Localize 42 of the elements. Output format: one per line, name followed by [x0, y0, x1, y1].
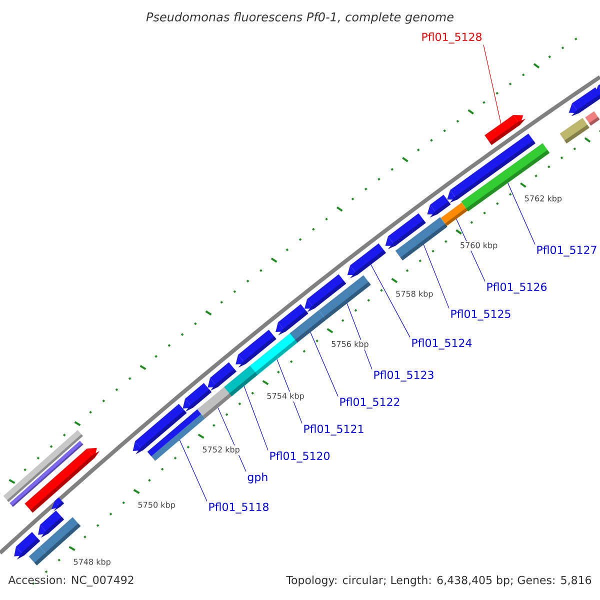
- gene-bar: [24, 448, 100, 513]
- gene-bar: [40, 517, 81, 556]
- scale-label: 5758 kbp: [394, 290, 434, 300]
- scale-label: 5762 kbp: [523, 194, 564, 204]
- gene-label: Pfl01_5120: [270, 452, 330, 462]
- leader-line: [346, 303, 372, 370]
- scale-label: 5748 kbp: [72, 558, 112, 568]
- gene-bar: [440, 202, 468, 226]
- scale-label: 5756 kbp: [330, 340, 370, 350]
- gene-label: Pfl01_5122: [340, 398, 400, 408]
- gene-label: Pfl01_5128: [422, 32, 482, 44]
- scale-label: 5750 kbp: [136, 500, 176, 510]
- gene-label: Pfl01_5124: [412, 338, 472, 350]
- gene-bar: [318, 275, 371, 320]
- gene-bar: [51, 497, 64, 512]
- gene-bar: [585, 111, 600, 126]
- gene-bar: [347, 243, 386, 278]
- gene-bar: [395, 217, 448, 260]
- gene-label: Pfl01_5118: [209, 502, 268, 514]
- leader-line: [423, 244, 450, 309]
- gene-label: Pfl01_5125: [451, 310, 510, 320]
- accession-text: Accession: NC_007492: [8, 576, 134, 586]
- gene-label: gph: [248, 472, 268, 484]
- gene-label: Pfl01_5123: [374, 370, 434, 382]
- topology-text: Topology: circular; Length: 6,438,405 bp; Genes: 5,816: [286, 576, 592, 586]
- gene-label: Pfl01_5126: [487, 282, 547, 294]
- scale-label: 5760 kbp: [458, 241, 499, 251]
- gene-bar: [290, 310, 326, 343]
- leader-line: [370, 264, 410, 338]
- title: Pseudomonas fluorescens Pf0-1, complete genome: [146, 12, 454, 24]
- leader-line: [179, 440, 208, 502]
- leader-line: [244, 386, 268, 451]
- gene-label: Pfl01_5127: [537, 246, 596, 256]
- leader-line: [483, 44, 502, 124]
- scale-label: 5754 kbp: [266, 392, 306, 402]
- gene-bar: [14, 532, 40, 560]
- leader-line: [310, 332, 338, 397]
- gene-label: Pfl01_5121: [304, 424, 364, 436]
- gene-bar: [484, 115, 526, 146]
- scale-label: 5752 kbp: [201, 445, 241, 456]
- leader-line: [508, 182, 536, 245]
- gene-bar: [560, 118, 590, 144]
